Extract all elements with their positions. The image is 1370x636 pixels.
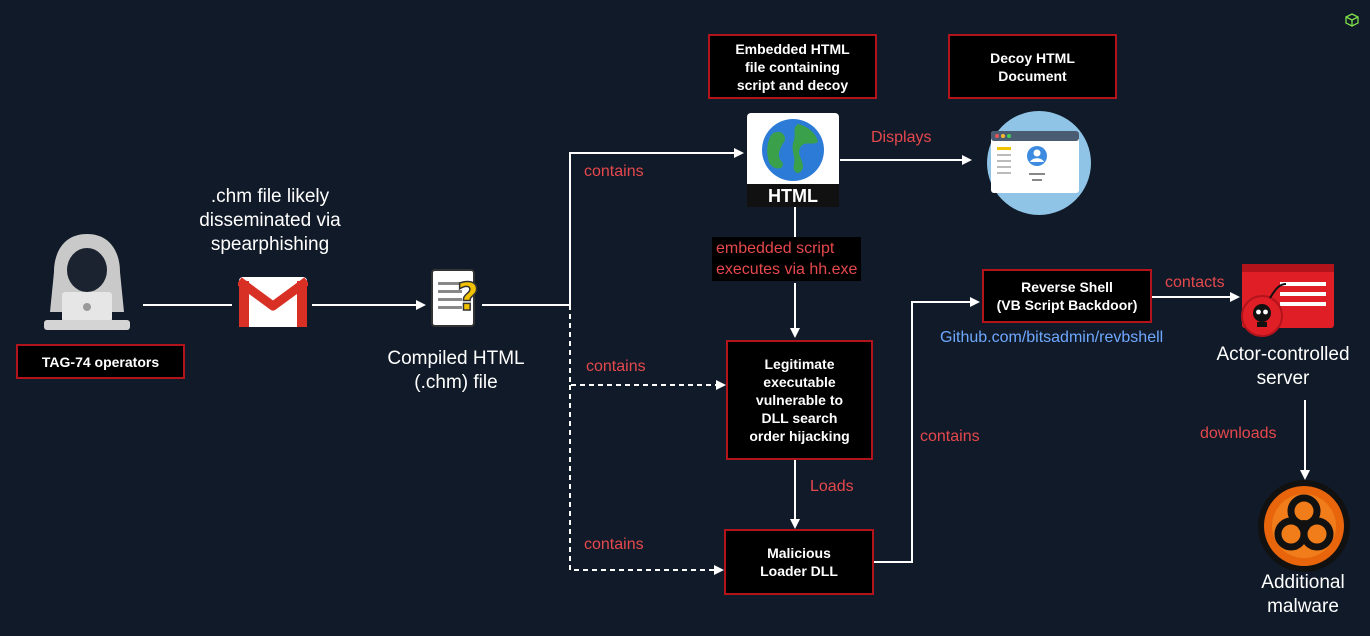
chm-caption: Compiled HTML (.chm) file	[387, 348, 525, 393]
edge-loader-shell	[874, 297, 980, 563]
cube-icon	[1345, 13, 1359, 27]
malware-caption: Additional malware	[1261, 572, 1345, 617]
edge-label-contains-dll: contains	[584, 536, 644, 553]
legit-exe-box: Legitimate executable vulnerable to DLL …	[726, 340, 873, 460]
actor-label: TAG-74 operators	[16, 344, 185, 379]
reverse-shell-box: Reverse Shell (VB Script Backdoor)	[982, 269, 1152, 323]
edge-label-contains-shell: contains	[920, 428, 980, 445]
edge-label-downloads: downloads	[1200, 425, 1277, 442]
loader-dll-box: Malicious Loader DLL	[724, 529, 874, 595]
edge-chm-exe	[569, 305, 726, 390]
edge-label-displays: Displays	[871, 129, 932, 146]
edge-label-contacts: contacts	[1165, 274, 1225, 291]
gmail-icon	[238, 277, 308, 327]
hacker-icon	[44, 234, 130, 330]
edge-label-loads: Loads	[810, 478, 854, 495]
html-globe-icon: HTML	[746, 112, 840, 208]
biohazard-icon	[1258, 480, 1350, 572]
edge-label-contains-exe: contains	[586, 358, 646, 375]
chm-file-icon: ?	[431, 269, 480, 327]
edge-chm-loader	[569, 385, 724, 575]
edge-chm-html	[482, 148, 744, 306]
edge-label-contains-html: contains	[584, 163, 644, 180]
exec-note: embedded script executes via hh.exe	[712, 237, 862, 281]
svg-text:?: ?	[457, 275, 479, 319]
malicious-server-icon	[1241, 264, 1334, 337]
decoy-html-box: Decoy HTML Document	[948, 34, 1117, 99]
browser-document-icon	[987, 111, 1091, 215]
embedded-html-box: Embedded HTML file containing script and…	[708, 34, 877, 99]
email-caption: .chm file likely disseminated via spearp…	[199, 186, 341, 255]
server-caption: Actor-controlled server	[1216, 344, 1350, 389]
html-icon-label: HTML	[768, 186, 818, 206]
revbshell-link[interactable]: Github.com/bitsadmin/revbshell	[940, 329, 1164, 346]
